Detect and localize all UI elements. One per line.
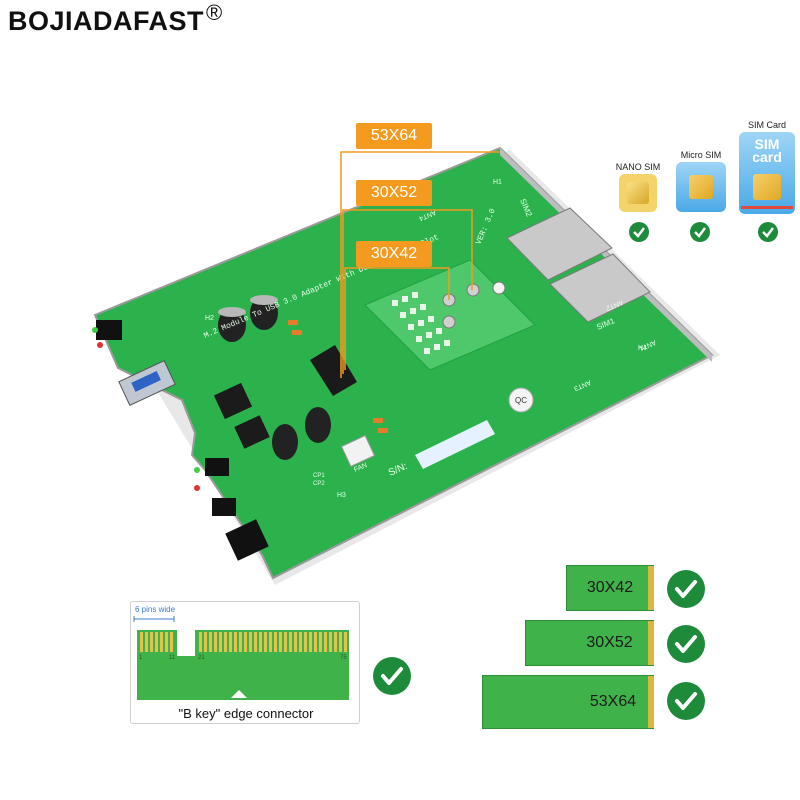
module-53x64-label: 53X64 <box>589 693 637 710</box>
module-card-30x42: 30X42 <box>566 565 654 611</box>
check-icon <box>373 657 411 695</box>
pin-number-21: 21 <box>198 655 205 661</box>
sim-card-icon: SIM card <box>739 132 795 214</box>
brand-name: BOJIADAFAST <box>8 6 205 36</box>
sim-card-text-line2: card <box>752 149 782 165</box>
cp1-label: CP1 <box>313 473 325 479</box>
callout-30x52-text: 30X52 <box>370 184 418 201</box>
h1-label: H1 <box>493 179 502 186</box>
module-area <box>364 259 536 371</box>
callout-53x64-text: 53X64 <box>370 127 418 144</box>
callout-30x52: 30X52 <box>356 180 432 206</box>
registered-mark: ® <box>206 0 223 25</box>
callout-30x42-text: 30X42 <box>370 245 418 262</box>
cp2-label: CP2 <box>313 481 325 487</box>
nano-sim-block: NANO SIM <box>606 162 670 212</box>
check-icon <box>667 625 705 663</box>
module-30x52-label: 30X52 <box>586 634 633 651</box>
micro-sim-icon <box>676 162 726 212</box>
pins-wide-label: 6 pins wide <box>135 605 176 614</box>
h2-label: H2 <box>205 315 214 322</box>
edge-connector-illustration <box>133 616 349 700</box>
brand-logo: BOJIADAFAST® <box>8 0 223 37</box>
pin-number-1: 1 <box>139 655 143 661</box>
sim-card-label: SIM Card <box>747 120 786 130</box>
pin-number-11: 11 <box>169 655 176 661</box>
check-icon <box>629 222 649 242</box>
nano-sim-icon <box>619 174 657 212</box>
module-card-53x64: 53X64 <box>482 675 654 729</box>
h3-label: H3 <box>337 492 346 499</box>
qc-sticker <box>508 387 534 413</box>
pin-number-75: 75 <box>340 655 347 661</box>
nano-sim-label: NANO SIM <box>615 162 661 172</box>
check-icon <box>758 222 778 242</box>
fan-label: FAN <box>353 462 368 474</box>
sim-card-text-line1: SIM <box>754 136 780 152</box>
micro-sim-block: Micro SIM <box>666 150 736 212</box>
qc-text: QC <box>515 396 527 405</box>
sim-slot-2 <box>549 253 651 323</box>
callout-53x64: 53X64 <box>356 123 432 149</box>
module-card-30x52: 30X52 <box>525 620 654 666</box>
check-icon <box>667 570 705 608</box>
b-key-edge-connector-panel: 6 pins wide 1 11 21 75 "B key" edge conn… <box>130 601 360 724</box>
edge-connector-caption: "B key" edge connector <box>178 706 314 721</box>
sim-card-block: SIM Card SIM card <box>734 120 800 214</box>
module-30x42-label: 30X42 <box>586 579 634 596</box>
sim-slot-1 <box>506 207 613 281</box>
callout-30x42: 30X42 <box>356 241 432 267</box>
pcb-board-illustration: QC M.2 Module To USB 3.0 Adapter With Du… <box>92 146 720 585</box>
serial-number-field <box>415 420 495 469</box>
check-icon <box>667 682 705 720</box>
m2-slot <box>310 345 357 396</box>
micro-sim-label: Micro SIM <box>680 150 722 160</box>
dc-jack <box>225 519 269 561</box>
check-icon <box>690 222 710 242</box>
h4-label: H4 <box>638 345 647 352</box>
